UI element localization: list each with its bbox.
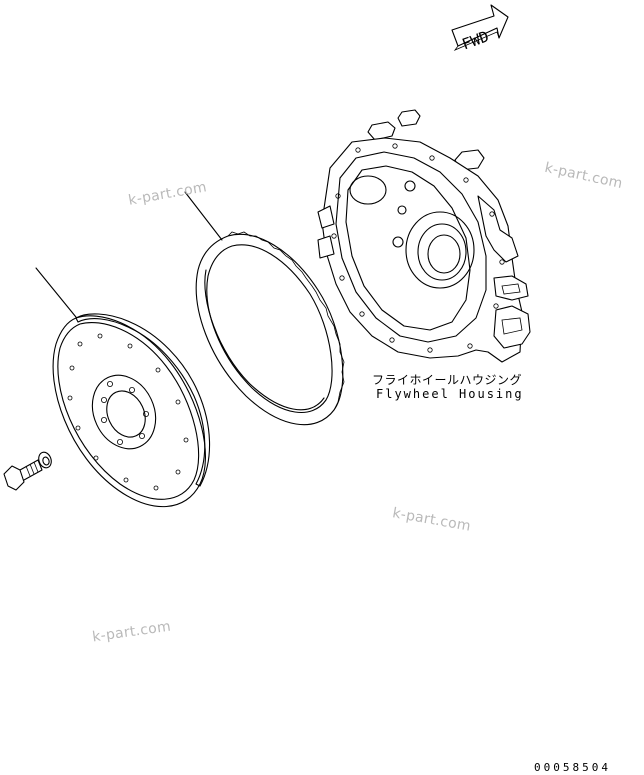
flywheel-housing bbox=[317, 109, 531, 363]
drawing-number: 00058504 bbox=[534, 761, 611, 774]
washer bbox=[38, 451, 52, 469]
housing-label-jp: フライホイールハウジング bbox=[372, 373, 523, 387]
flywheel bbox=[35, 267, 211, 508]
fwd-arrow-label: FWD bbox=[460, 27, 492, 53]
bolt bbox=[3, 459, 43, 491]
ring-gear bbox=[184, 191, 345, 426]
housing-label-en: Flywheel Housing bbox=[376, 387, 524, 401]
fwd-arrow: FWD bbox=[451, 4, 509, 53]
